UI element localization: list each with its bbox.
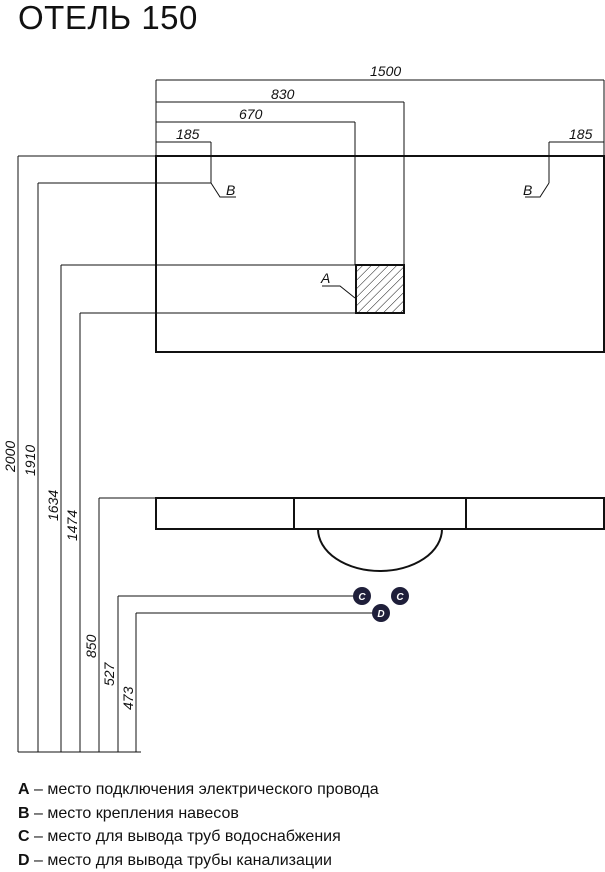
- callout-b-left: B: [226, 182, 235, 198]
- legend-item-d: D – место для вывода трубы канализации: [18, 849, 379, 872]
- dim-label-670: 670: [239, 106, 263, 122]
- dim-line-473: [135, 612, 380, 752]
- dim-label-1634: 1634: [45, 490, 61, 521]
- mirror-panel: [155, 155, 605, 353]
- dim-line-527: [117, 595, 362, 752]
- dim-label-850: 850: [83, 634, 99, 658]
- dim-label-1910: 1910: [22, 445, 38, 476]
- dim-line-1474: [79, 312, 355, 752]
- marker-d-label: D: [377, 609, 384, 620]
- page-title: ОТЕЛЬ 150: [18, 0, 198, 36]
- legend-key: C: [18, 828, 30, 845]
- dim-line-185-left: [156, 141, 236, 198]
- marker-c-right-label: C: [396, 592, 404, 603]
- dim-label-1500: 1500: [370, 63, 401, 79]
- dim-line-185-right: [525, 141, 604, 198]
- dim-line-850: [98, 497, 156, 752]
- water-pipe-marker-right: C: [391, 587, 409, 605]
- marker-c-left-label: C: [358, 592, 366, 603]
- callout-a-leader: [322, 285, 356, 299]
- legend-text: – место для вывода труб водоснабжения: [29, 828, 341, 845]
- dim-label-2000: 2000: [2, 441, 18, 473]
- legend-key: D: [18, 851, 30, 869]
- legend: A – место подключения электрического про…: [18, 778, 379, 872]
- dim-line-670: [156, 121, 356, 265]
- electrical-connection-box: [355, 264, 405, 314]
- vanity-unit: [155, 497, 605, 530]
- dim-label-473: 473: [120, 686, 136, 710]
- dim-label-185-left: 185: [176, 126, 200, 142]
- legend-key: A: [18, 781, 30, 798]
- legend-text: – место для вывода трубы канализации: [29, 851, 332, 869]
- dim-label-1474: 1474: [64, 510, 80, 541]
- water-pipe-marker-left: C: [353, 587, 371, 605]
- dim-label-185-right: 185: [569, 126, 593, 142]
- washbasin-bowl: [317, 528, 443, 572]
- legend-key: B: [18, 804, 30, 822]
- installation-diagram: 1500 830 670 185 185 2000 1910 1634 1474…: [2, 63, 605, 753]
- dim-line-1910: [37, 182, 211, 752]
- legend-item-b: B – место крепления навесов: [18, 802, 379, 826]
- dim-label-527: 527: [101, 661, 117, 686]
- callout-b-right: B: [523, 182, 532, 198]
- callout-a: A: [320, 270, 330, 286]
- legend-text: – место подключения электрического прово…: [29, 781, 379, 798]
- dim-line-1500: [155, 79, 605, 156]
- dim-label-830: 830: [271, 86, 295, 102]
- legend-item-c: C – место для вывода труб водоснабжения: [18, 825, 379, 849]
- dim-line-1634: [60, 264, 355, 752]
- legend-item-a: A – место подключения электрического про…: [18, 778, 379, 802]
- legend-text: – место крепления навесов: [29, 804, 239, 822]
- drain-pipe-marker: D: [372, 604, 390, 622]
- dim-line-830: [156, 101, 405, 265]
- dim-line-2000: [17, 155, 156, 752]
